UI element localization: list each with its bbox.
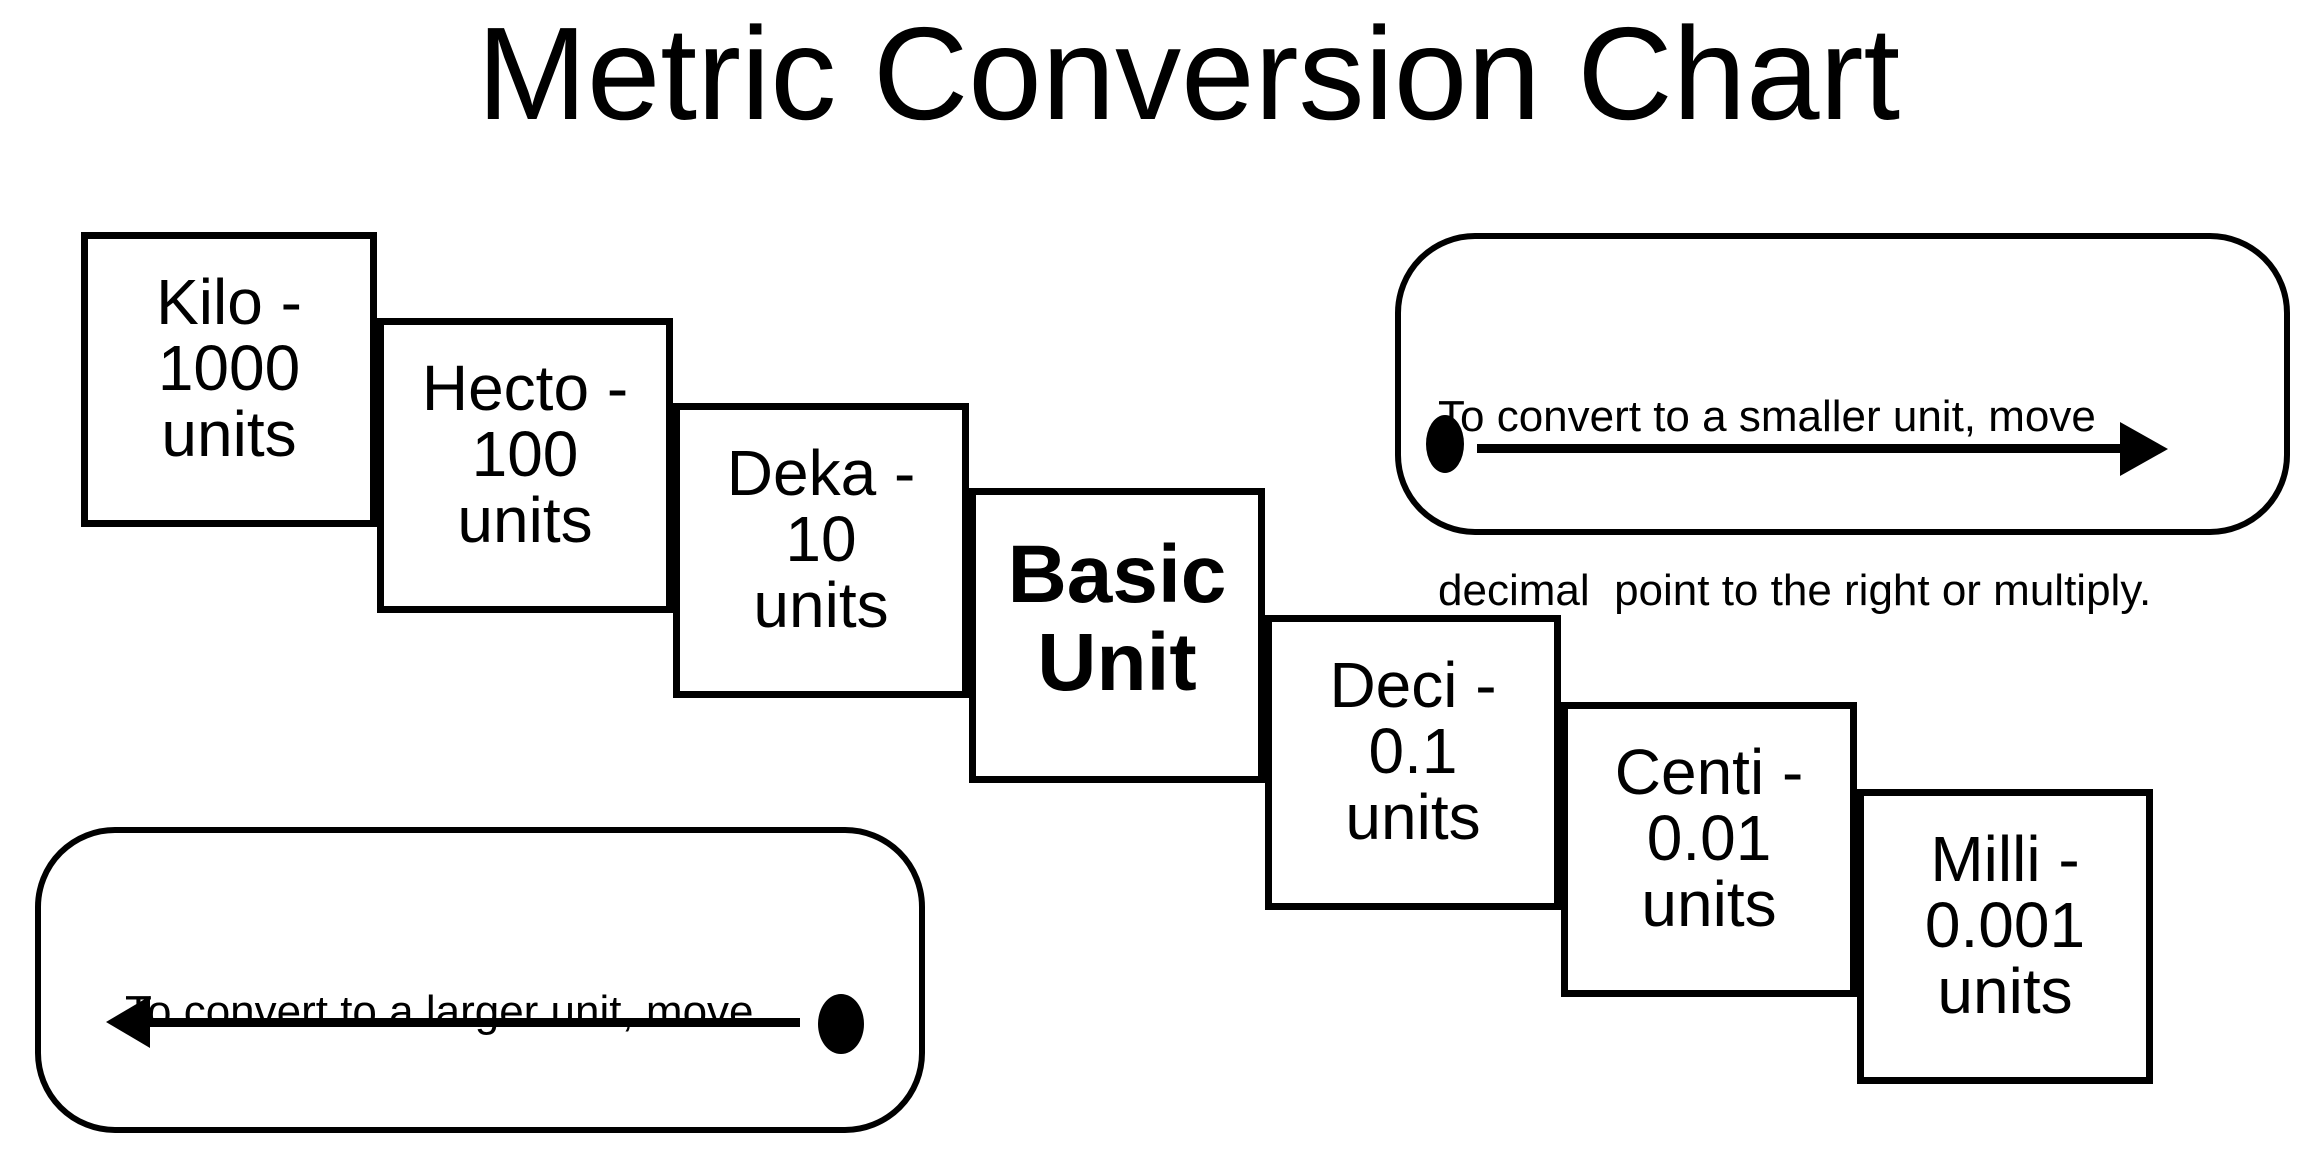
stair-box-milli: Milli - 0.001 units: [1857, 789, 2153, 1084]
stair-box-label-line: 0.001: [1924, 888, 2086, 961]
stair-box-deci: Deci - 0.1 units: [1265, 615, 1561, 910]
stair-box-label-line: Basic: [1007, 528, 1227, 620]
stair-box-label-line: Centi -: [1614, 735, 1804, 808]
stair-box-label-line: 100: [471, 417, 579, 490]
stair-box-centi: Centi - 0.01 units: [1561, 702, 1857, 997]
note-text-line: To convert to a larger unit, move: [125, 987, 754, 1036]
stair-box-label-line: units: [753, 568, 889, 641]
stair-box-label-line: 1000: [157, 331, 301, 404]
left-arrow-shaft: [148, 1018, 800, 1027]
stair-box-label-line: units: [1937, 954, 2073, 1027]
stair-box-label-line: 0.1: [1368, 714, 1458, 787]
stair-box-label-line: units: [1641, 867, 1777, 940]
decimal-point-dot: [1426, 415, 1464, 473]
right-arrow-shaft: [1477, 444, 2122, 453]
stair-box-label-line: Deci -: [1329, 648, 1497, 721]
stair-box-label-line: 0.01: [1646, 801, 1772, 874]
stair-box-label-line: Unit: [1037, 616, 1197, 708]
note-text: To convert to a larger unit, move decima…: [125, 867, 780, 1160]
stair-box-label-line: units: [457, 483, 593, 556]
stair-box-basic-unit: Basic Unit: [969, 488, 1265, 783]
decimal-point-dot: [818, 994, 864, 1054]
stair-box-label-line: Deka -: [726, 436, 916, 509]
stair-box-label-line: 10: [785, 502, 857, 575]
stair-box-kilo: Kilo - 1000 units: [81, 232, 377, 527]
stair-box-hecto: Hecto - 100 units: [377, 318, 673, 613]
stair-box-label-line: units: [161, 397, 297, 470]
stair-box-label-line: Hecto -: [421, 351, 629, 424]
stair-box-label-line: Kilo -: [156, 265, 302, 338]
page-title: Metric Conversion Chart: [477, 0, 1901, 147]
stair-box-deka: Deka - 10 units: [673, 403, 969, 698]
right-arrow-head-icon: [2120, 422, 2168, 476]
note-text-line: decimal point to the right or multiply.: [1438, 566, 2152, 615]
stair-box-label-line: Milli -: [1930, 822, 2080, 895]
left-arrow-head-icon: [106, 996, 150, 1048]
note-text: To convert to a smaller unit, move decim…: [1438, 272, 2151, 736]
note-convert-smaller-unit: To convert to a smaller unit, move decim…: [1395, 233, 2290, 615]
stair-box-label-line: units: [1345, 780, 1481, 853]
note-text-line: To convert to a smaller unit, move: [1438, 392, 2096, 441]
note-convert-larger-unit: To convert to a larger unit, move decima…: [35, 827, 925, 1133]
